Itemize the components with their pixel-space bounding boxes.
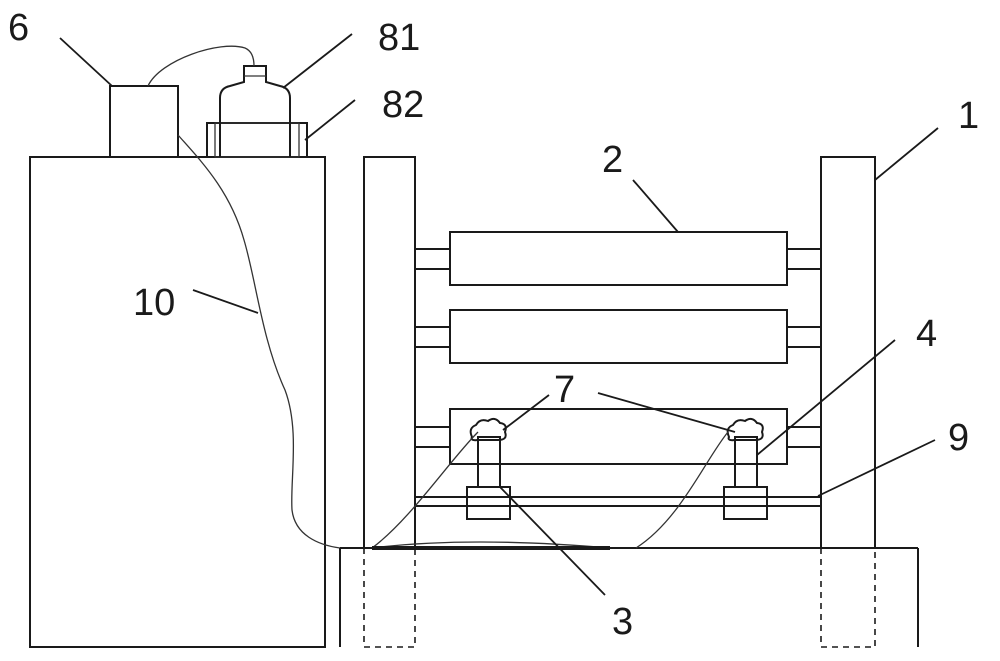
label-4: 4 (916, 313, 937, 355)
leader-2 (632, 179, 679, 233)
label-82: 82 (382, 84, 424, 126)
roller-middle (449, 309, 788, 364)
roller-middle-axle-right (786, 326, 822, 348)
wire-base-run (371, 541, 611, 549)
label-1: 1 (958, 95, 979, 137)
cable-10 (177, 134, 372, 549)
sensor-right-stem (734, 436, 758, 488)
leader-7-right (597, 392, 736, 433)
leader-1 (874, 127, 939, 181)
label-6: 6 (8, 7, 29, 49)
frame-post-right-buried (820, 548, 876, 648)
frame-post-left-buried (363, 548, 416, 648)
wire-left-sensor (371, 431, 479, 549)
roller-top-axle-right (786, 248, 822, 270)
component-82-base (206, 122, 308, 158)
leader-82 (304, 99, 356, 141)
component-6-box (109, 85, 179, 158)
leader-6 (59, 37, 113, 87)
leader-3 (499, 486, 606, 596)
roller-top-axle-left (414, 248, 451, 270)
label-81: 81 (378, 17, 420, 59)
label-2: 2 (602, 139, 623, 181)
sensor-left-head (469, 417, 507, 442)
label-10: 10 (133, 282, 175, 324)
frame-post-right (820, 156, 876, 548)
leader-7-left (502, 394, 550, 431)
component-82-inner (214, 122, 300, 158)
roller-bottom-axle-right (786, 426, 822, 448)
cable-6-to-81 (147, 45, 255, 87)
label-3: 3 (612, 601, 633, 643)
leader-9 (817, 439, 936, 497)
cabinet-body (29, 156, 326, 648)
leader-10 (192, 289, 259, 314)
component-81-bottle (219, 65, 291, 157)
label-9: 9 (948, 417, 969, 459)
wire-right-sensor (635, 431, 729, 549)
roller-bottom-axle-left (414, 426, 451, 448)
leader-4 (756, 339, 896, 456)
sensor-right-head (726, 417, 764, 442)
leader-81 (282, 33, 353, 89)
sensor-left-block (466, 486, 511, 520)
roller-top (449, 231, 788, 286)
roller-middle-axle-left (414, 326, 451, 348)
frame-post-left (363, 156, 416, 548)
label-7: 7 (554, 369, 575, 411)
sensor-right-block (723, 486, 768, 520)
sensor-left-stem (477, 436, 501, 488)
